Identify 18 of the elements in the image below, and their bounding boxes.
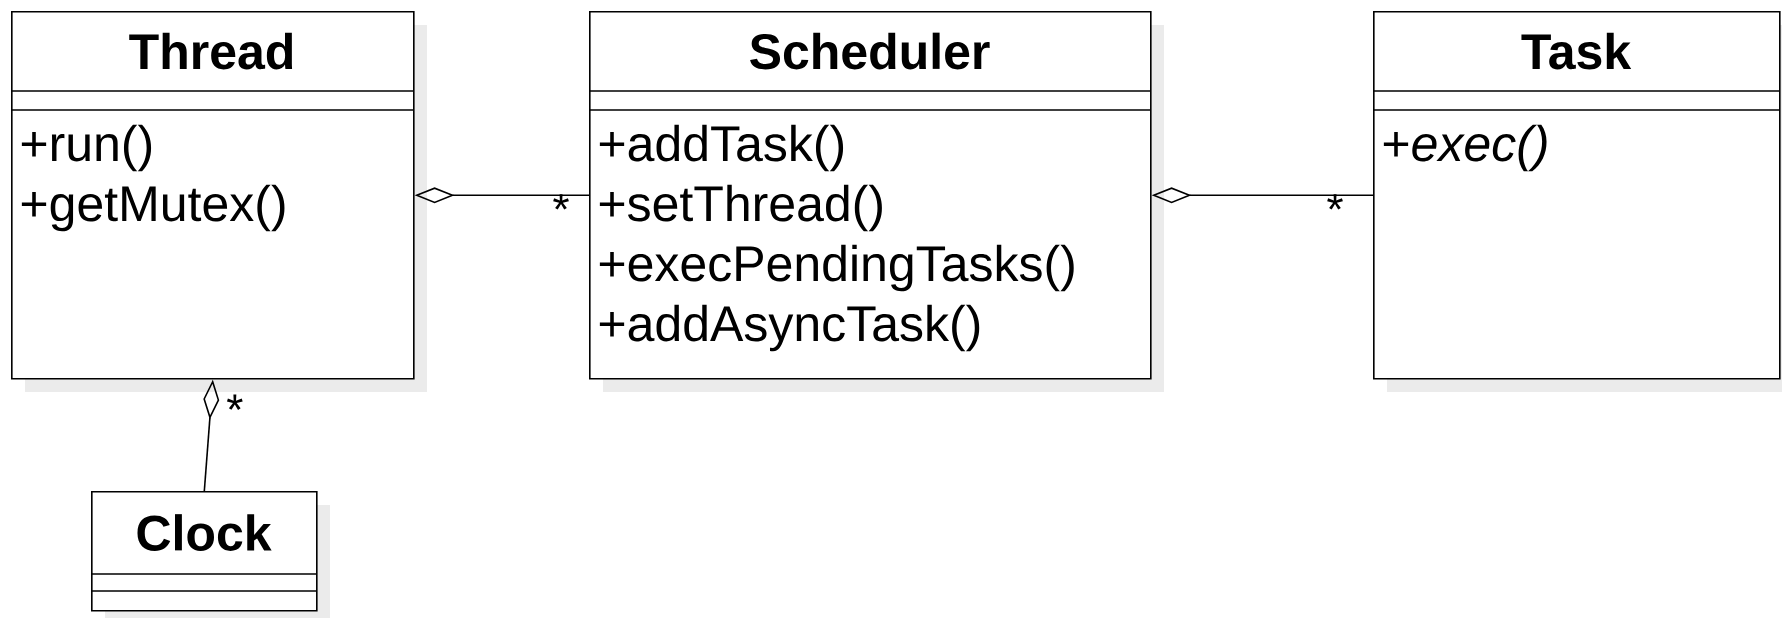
class-name: Clock — [137, 514, 272, 551]
method-name: +setThread() — [599, 184, 882, 232]
class-box — [588, 11, 1164, 392]
class-name: Scheduler — [750, 32, 990, 70]
method-name: +addAsyncTask() — [599, 304, 980, 352]
method-name: +getMutex() — [21, 184, 285, 232]
multiplicity-label: * — [226, 394, 243, 410]
class-box — [90, 491, 330, 618]
multiplicity-label: * — [1327, 194, 1343, 210]
method-name: +addTask() — [599, 124, 844, 172]
class-name: Task — [1521, 32, 1632, 70]
method-name: +exec() — [1383, 124, 1547, 172]
class-name: Thread — [129, 32, 293, 70]
class-box — [10, 11, 427, 392]
method-name: +run() — [21, 124, 152, 172]
multiplicity-label: * — [553, 194, 569, 210]
method-name: +execPendingTasks() — [599, 244, 1074, 292]
class-box — [1372, 11, 1782, 392]
